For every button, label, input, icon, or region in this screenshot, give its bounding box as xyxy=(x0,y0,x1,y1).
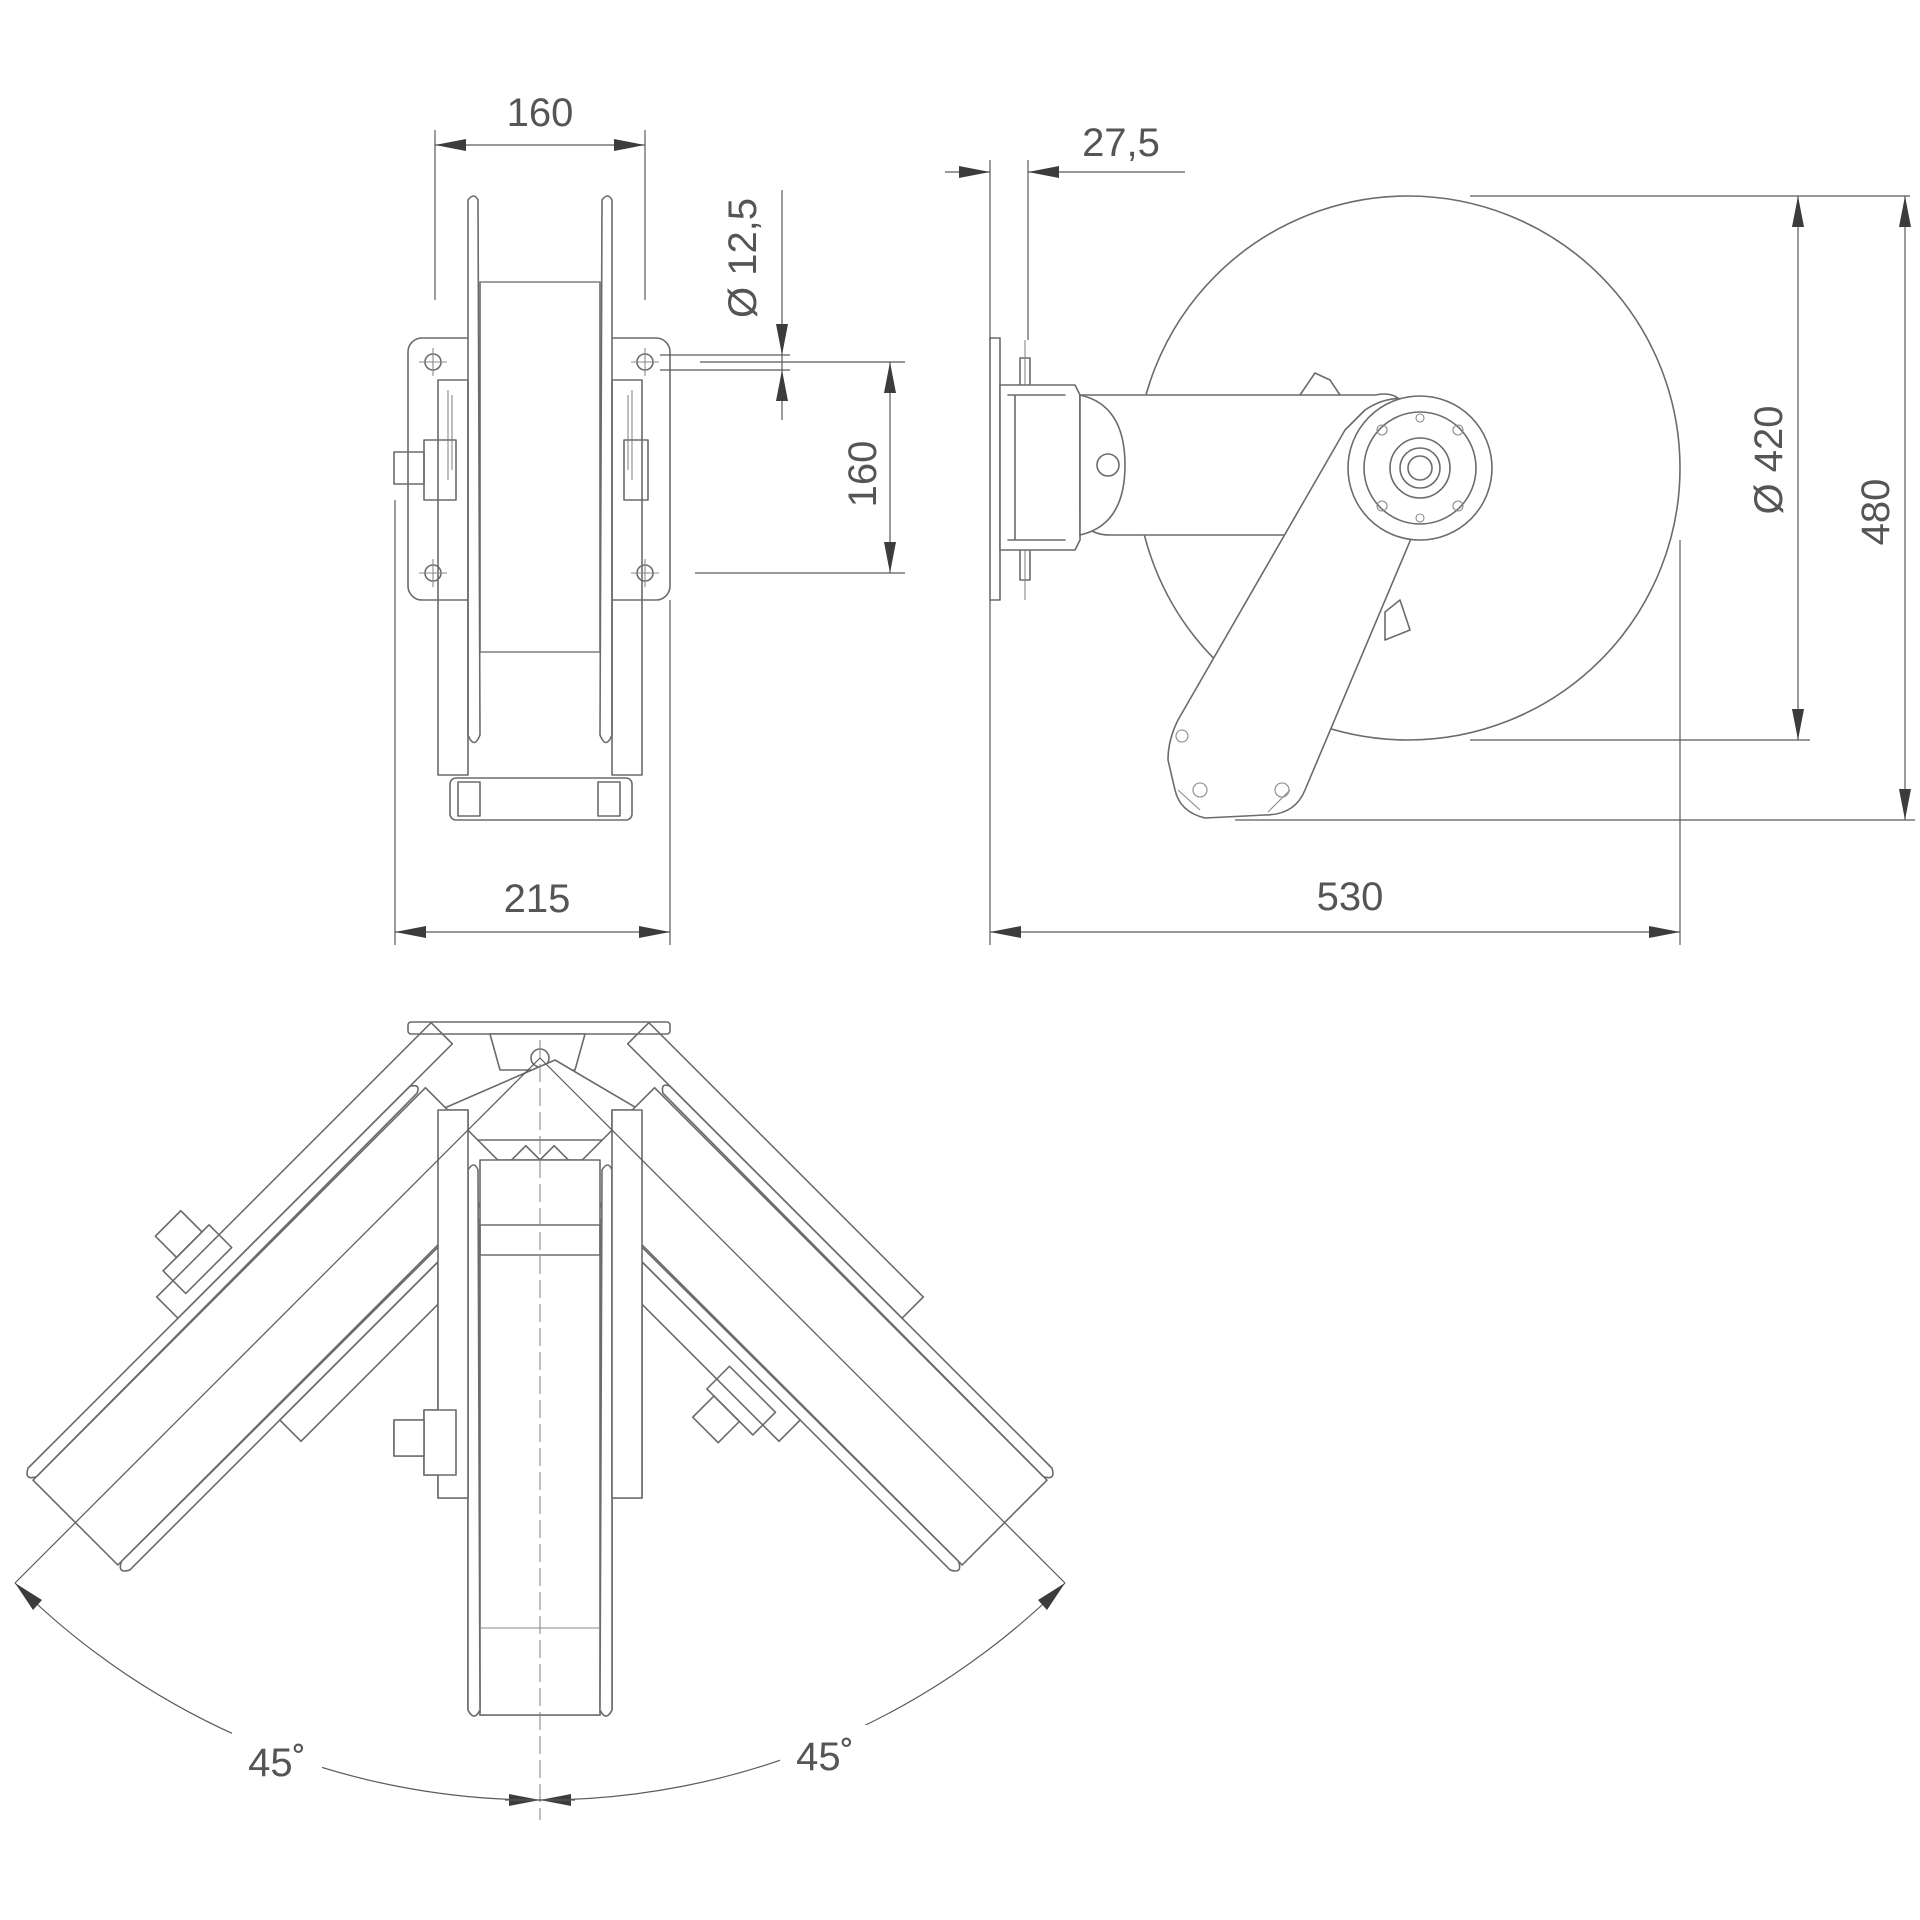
swivel-view: 45˚ 45˚ xyxy=(14,1021,1066,1820)
dim-swivel-left: 45˚ xyxy=(248,1741,306,1785)
side-hub-outer xyxy=(1347,395,1493,541)
swivel-pivot xyxy=(489,1033,586,1071)
dim-swivel-right: 45˚ xyxy=(796,1735,854,1779)
dim-reel-width-top: 160 xyxy=(507,91,574,135)
front-dimensions: 160 215 Ø 12,5 160 xyxy=(394,91,905,945)
side-dimensions: 27,5 Ø 420 480 530 xyxy=(945,121,1915,945)
side-arm-hole xyxy=(1096,453,1120,477)
dim-overall-height: 480 xyxy=(1854,479,1898,546)
front-right-flange xyxy=(599,195,613,744)
side-view xyxy=(989,195,1681,819)
front-inlet xyxy=(393,451,425,485)
front-bolt-holes xyxy=(419,348,659,587)
dim-mount-plate-thickness: 27,5 xyxy=(1082,121,1160,165)
swivel-center-reel-front xyxy=(393,1109,643,1717)
dim-overall-width-front: 215 xyxy=(504,877,571,921)
front-view xyxy=(393,195,671,821)
front-left-flange xyxy=(467,195,481,744)
front-right-hub xyxy=(623,439,649,501)
side-bracket xyxy=(999,384,1081,551)
swivel-top-plate xyxy=(407,1021,671,1035)
side-hub-center xyxy=(1389,437,1451,499)
front-drum xyxy=(479,281,601,653)
dim-bolt-hole-diameter: Ø 12,5 xyxy=(721,198,765,318)
dim-overall-depth: 530 xyxy=(1317,875,1384,919)
dim-bolt-spacing: 160 xyxy=(841,441,885,508)
front-left-frame xyxy=(437,379,469,776)
front-bottom-roller xyxy=(449,777,633,821)
side-wall-plate xyxy=(989,337,1001,601)
front-left-hub xyxy=(423,439,457,501)
dim-reel-diameter: Ø 420 xyxy=(1747,406,1791,515)
front-right-frame xyxy=(611,379,643,776)
